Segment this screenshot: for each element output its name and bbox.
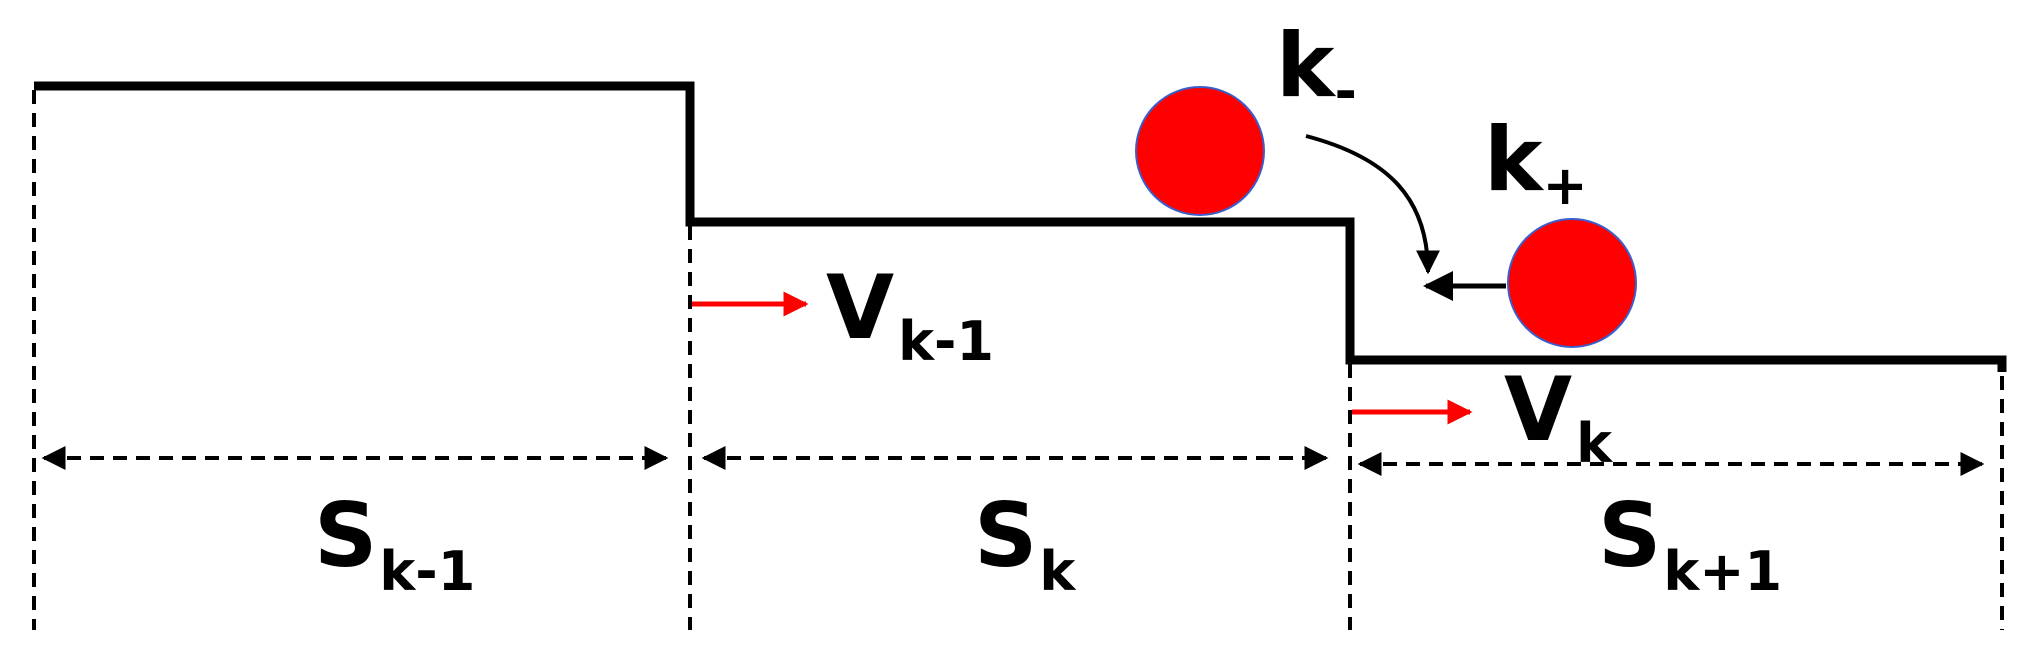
adatom-lower (1507, 218, 1637, 348)
terrace-label-2: Sk (974, 484, 1076, 603)
velocity-label-1: Vk-1 (826, 256, 994, 373)
terrace-label-3: Sk+1 (1598, 484, 1782, 603)
rate-minus-label: k- (1276, 14, 1357, 123)
adatom-upper (1135, 86, 1265, 216)
velocity-label-2: Vk (1504, 358, 1613, 475)
rate-plus-label: k+ (1484, 108, 1588, 217)
terrace-label-1: Sk-1 (314, 484, 475, 603)
step-profile (34, 81, 2007, 372)
attach-arrow-from-upper (1305, 134, 1440, 275)
